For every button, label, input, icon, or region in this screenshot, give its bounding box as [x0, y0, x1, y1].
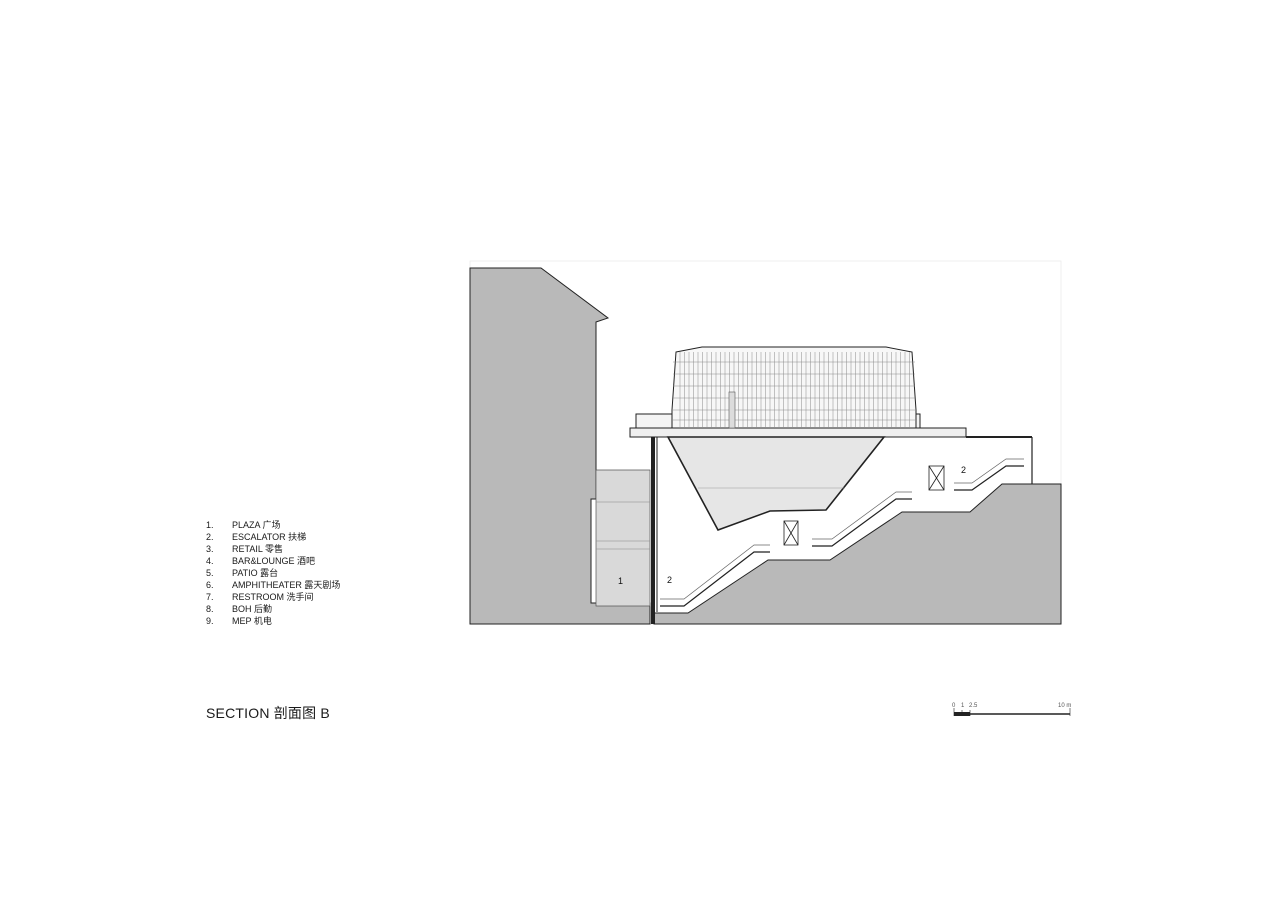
legend-item: 2.ESCALATOR 扶梯 [206, 532, 307, 542]
legend-item: 7.RESTROOM 洗手间 [206, 592, 314, 602]
legend-item: 1.PLAZA 广场 [206, 520, 281, 530]
tower-floor-lines [673, 361, 915, 421]
escalator-middle [812, 498, 912, 547]
room-label-escalator-lower: 2 [667, 575, 673, 585]
room-label-plaza: 1 [618, 576, 624, 586]
room-label-escalator-upper: 2 [961, 465, 967, 475]
podium-slab [629, 427, 967, 438]
scale-bar [953, 708, 1071, 716]
hillside-ground [653, 483, 1062, 625]
legend-item: 4.BAR&LOUNGE 酒吧 [206, 556, 316, 566]
plaza-volume [595, 469, 651, 607]
scale-tick-2-5: 2.5 [969, 703, 978, 709]
inverted-bowl [666, 436, 886, 531]
scale-tick-10m: 10 m [1058, 703, 1072, 709]
legend-item: 9.MEP 机电 [206, 616, 272, 626]
legend: 1.PLAZA 广场 2.ESCALATOR 扶梯 3.RETAIL 零售 4.… [206, 519, 340, 627]
drawing-title: SECTION 剖面图 B [206, 705, 330, 721]
elevator-lower [783, 520, 799, 546]
elevator-upper [928, 465, 945, 491]
hall-left-wall [651, 424, 655, 624]
legend-item: 5.PATIO 露台 [206, 568, 279, 578]
escalator-upper [954, 465, 1024, 491]
escalator-upper-rail [954, 458, 1024, 484]
escalator-lower [660, 551, 770, 607]
scale-tick-0: 0 [952, 703, 956, 709]
scale-tick-1: 1 [961, 703, 965, 709]
escalator-lower-rail [660, 544, 770, 600]
left-building-solid [469, 267, 651, 625]
legend-item: 8.BOH 后勤 [206, 604, 273, 614]
tower-core [728, 391, 736, 429]
legend-item: 6.AMPHITHEATER 露天剧场 [206, 580, 341, 590]
tower-glass-body [671, 346, 917, 429]
tower-mullions [679, 352, 910, 428]
escalator-middle-rail [812, 491, 912, 540]
legend-item: 3.RETAIL 零售 [206, 544, 284, 554]
